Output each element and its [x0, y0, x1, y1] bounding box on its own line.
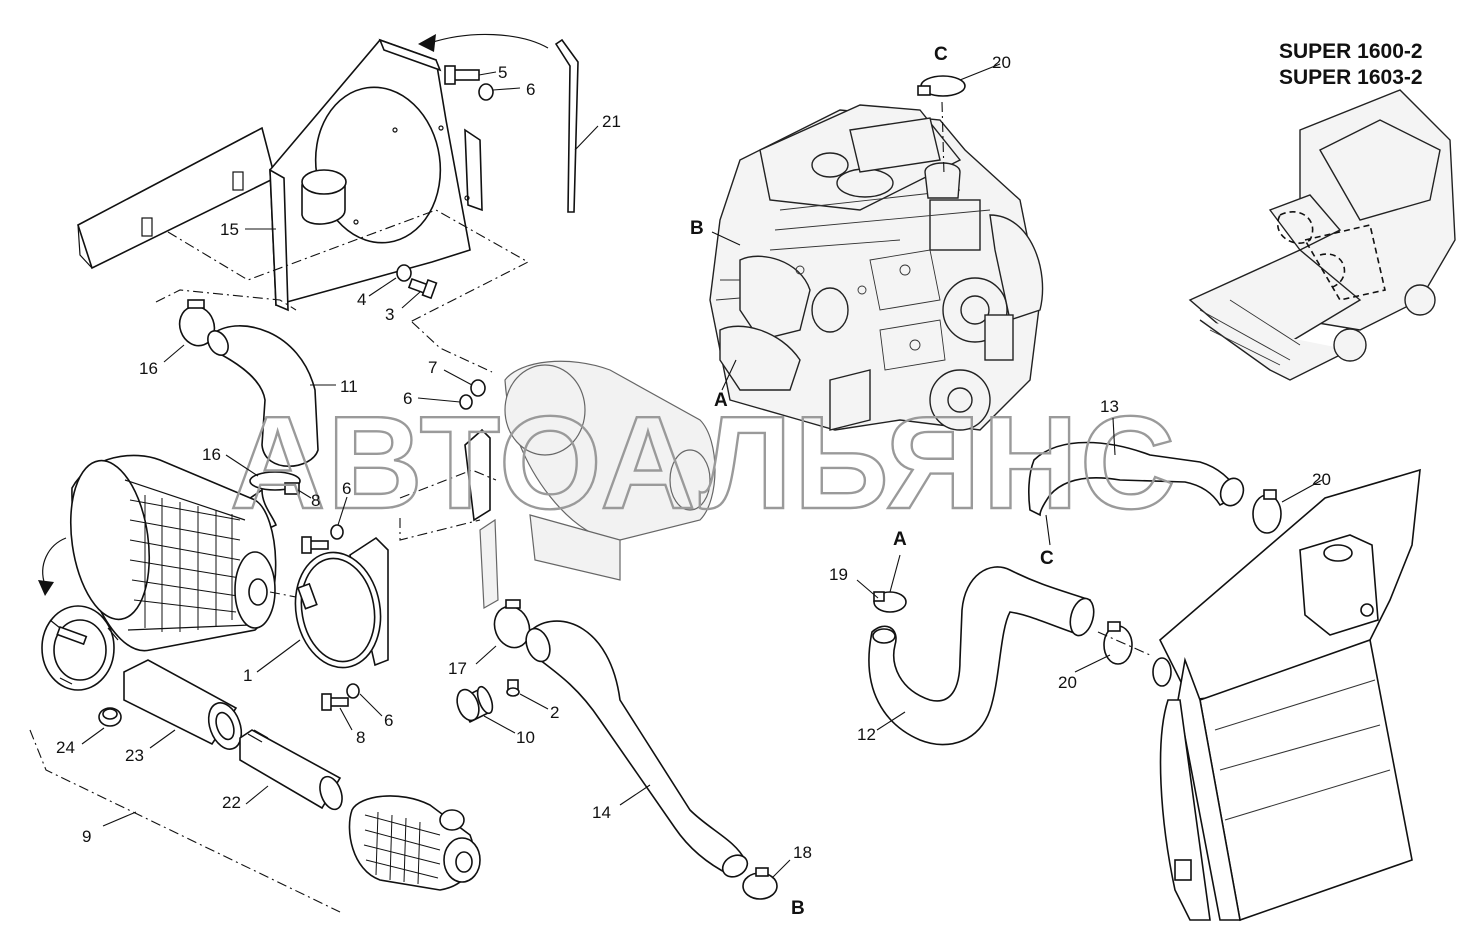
callout-16-top: 16	[139, 359, 158, 378]
nut-7	[470, 379, 486, 397]
callout-13: 13	[1100, 397, 1119, 416]
fitting-2	[506, 679, 520, 697]
callout-15: 15	[220, 220, 239, 239]
callout-19: 19	[829, 565, 848, 584]
callout-7: 7	[428, 358, 437, 377]
clamp-20-mid	[1103, 621, 1133, 665]
washer-6-top	[478, 83, 494, 101]
ref-c-top: C	[934, 44, 948, 65]
rotate-arrow	[42, 537, 67, 586]
ref-line-c	[941, 101, 945, 176]
model-name-1: SUPER 1600-2	[1279, 40, 1423, 63]
assembly-line-mid	[411, 321, 493, 373]
valve-24	[98, 707, 122, 727]
rotate-arrow-head	[38, 580, 54, 596]
band-clamp-1	[294, 536, 389, 669]
clamp-18	[742, 867, 778, 900]
callout-3: 3	[385, 305, 394, 324]
callout-12: 12	[857, 725, 876, 744]
callout-24: 24	[56, 738, 75, 757]
callout-8-bot: 8	[356, 728, 365, 747]
callout-9: 9	[82, 827, 91, 846]
clamp-16-mid	[249, 471, 301, 495]
plug-10	[456, 685, 494, 724]
hose-12	[868, 566, 1091, 746]
radiator	[1152, 468, 1421, 922]
leader-lines	[81, 63, 1323, 879]
washer-4	[396, 264, 412, 282]
filter-element-23	[123, 659, 243, 750]
callout-18: 18	[793, 843, 812, 862]
callout-22: 22	[222, 793, 241, 812]
mounting-bracket	[464, 428, 499, 610]
arrow-head-top	[418, 34, 436, 52]
hose-11	[213, 325, 319, 468]
starter-motor-ghost	[504, 360, 716, 581]
engine	[709, 104, 1044, 431]
callout-4: 4	[357, 290, 366, 309]
assembly-line-9	[29, 729, 341, 913]
bolt-5	[444, 65, 480, 85]
clamp-20-top	[917, 75, 966, 97]
callout-2: 2	[550, 703, 559, 722]
clamp-16-top	[178, 299, 216, 347]
ref-c-mid: C	[1040, 548, 1054, 569]
watermark: АВТОАЛЬЯНС	[230, 389, 1177, 536]
air-filter-housing	[69, 454, 277, 652]
callout-20-top: 20	[992, 53, 1011, 72]
callout-6-center: 6	[403, 389, 412, 408]
callout-6-bot: 6	[384, 711, 393, 730]
rod-21	[554, 38, 579, 213]
callout-17: 17	[448, 659, 467, 678]
clamp-17	[493, 599, 531, 649]
ref-a-mid: A	[893, 529, 907, 550]
clamp-19	[873, 591, 907, 613]
assembly-line-center-2	[399, 518, 481, 541]
ref-a-top: A	[714, 390, 728, 411]
callout-10: 10	[516, 728, 535, 747]
safety-cartridge-22	[239, 729, 343, 811]
callout-5: 5	[498, 63, 507, 82]
bolt-8-bot	[321, 693, 349, 711]
callout-14: 14	[592, 803, 611, 822]
axis-line-12	[1097, 631, 1151, 656]
reference-letters: C B A A C B	[690, 44, 1054, 919]
callout-20-mid: 20	[1058, 673, 1077, 692]
washer-6-mid	[330, 524, 344, 540]
air-filter-assembly	[348, 795, 481, 891]
ref-b-bot: B	[791, 898, 805, 919]
filter-cover	[41, 605, 119, 691]
callout-23: 23	[125, 746, 144, 765]
clamp-20-right	[1252, 489, 1282, 534]
assembly-line-top	[167, 209, 530, 323]
callout-21: 21	[602, 112, 621, 131]
bolt-8-top	[301, 536, 329, 554]
callout-8-top: 8	[311, 491, 320, 510]
hose-13	[1028, 441, 1242, 517]
fan-shroud-15	[269, 38, 483, 312]
callout-1: 1	[243, 666, 252, 685]
hose-14	[533, 620, 746, 876]
callout-11: 11	[340, 377, 358, 396]
callouts: 5 6 21 15 4 3 16 11 7 6 16 8 6 1 8 6 17 …	[56, 53, 1331, 862]
callout-6-top: 6	[526, 80, 535, 99]
washer-6-bot	[346, 683, 360, 699]
callout-16-mid: 16	[202, 445, 221, 464]
paver-thumbnail	[1188, 89, 1456, 381]
ref-b-top: B	[690, 218, 704, 239]
model-name-2: SUPER 1603-2	[1279, 66, 1423, 89]
move-arrow-top	[429, 33, 549, 49]
bolt-3	[407, 277, 438, 300]
callout-20-right: 20	[1312, 470, 1331, 489]
callout-6-mid: 6	[342, 479, 351, 498]
assembly-line-center	[399, 469, 497, 499]
side-panel	[77, 126, 276, 270]
